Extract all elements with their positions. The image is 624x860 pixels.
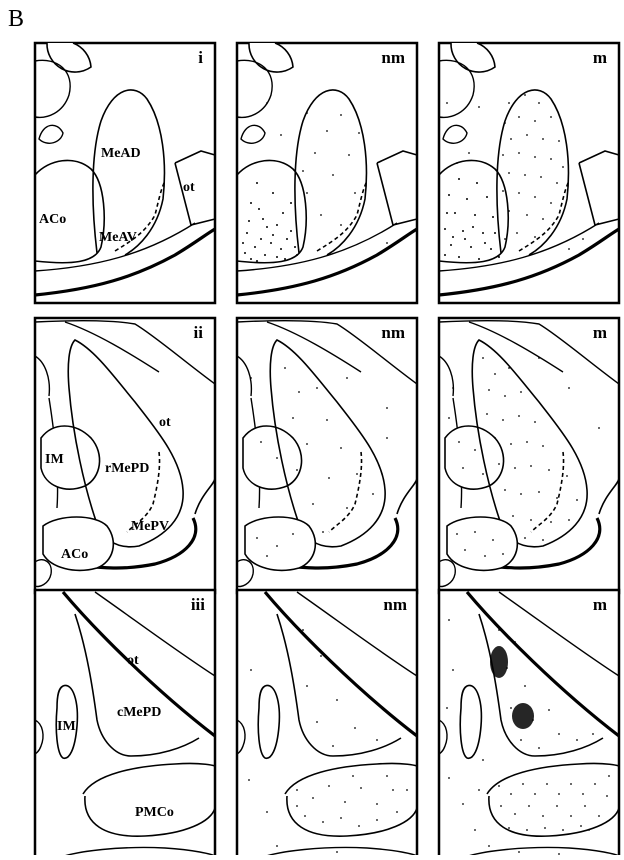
panel-tag: nm xyxy=(381,48,405,67)
region-label-cmepd: cMePD xyxy=(117,705,161,720)
region-label-im: IM xyxy=(45,452,64,467)
region-label-mepv: MePV xyxy=(131,519,169,534)
panel-tag: m xyxy=(593,595,607,614)
dense-cluster-lower xyxy=(512,703,534,729)
figure-panel-label: B xyxy=(8,6,24,33)
row2-panel-m: m xyxy=(439,318,619,593)
panel-tag: m xyxy=(593,323,607,342)
region-label-meav: MeAV xyxy=(99,230,137,245)
region-label-rmepd: rMePD xyxy=(105,461,149,476)
region-label-pmco: PMCo xyxy=(135,805,174,820)
panel-tag: ii xyxy=(194,323,204,342)
panel-tag: nm xyxy=(381,323,405,342)
region-label-aco: ACo xyxy=(39,212,66,227)
region-label-aco: ACo xyxy=(61,547,88,562)
row3-panel-nm: nm xyxy=(237,590,417,855)
region-label-ot: ot xyxy=(127,653,139,668)
region-label-im: IM xyxy=(57,719,76,734)
panel-tag: m xyxy=(593,48,607,67)
row1-panel-nm: nm xyxy=(237,43,417,303)
dense-cluster-upper xyxy=(490,646,508,678)
row1-panel-i: i MeAD MeAV ACo ot xyxy=(35,43,215,303)
row3-panel-iii: iii ot IM cMePD PMCo xyxy=(35,590,215,855)
panel-tag: iii xyxy=(191,595,205,614)
row3-panel-m: m xyxy=(439,590,619,855)
region-label-ot: ot xyxy=(183,180,195,195)
region-label-mead: MeAD xyxy=(101,146,141,161)
panel-tag: i xyxy=(198,48,203,67)
panel-tag: nm xyxy=(383,595,407,614)
region-label-ot: ot xyxy=(159,415,171,430)
row2-panel-nm: nm xyxy=(237,318,417,593)
row2-panel-ii: ii IM rMePD MePV ACo ot xyxy=(35,318,215,593)
row1-panel-m: m xyxy=(439,43,619,303)
